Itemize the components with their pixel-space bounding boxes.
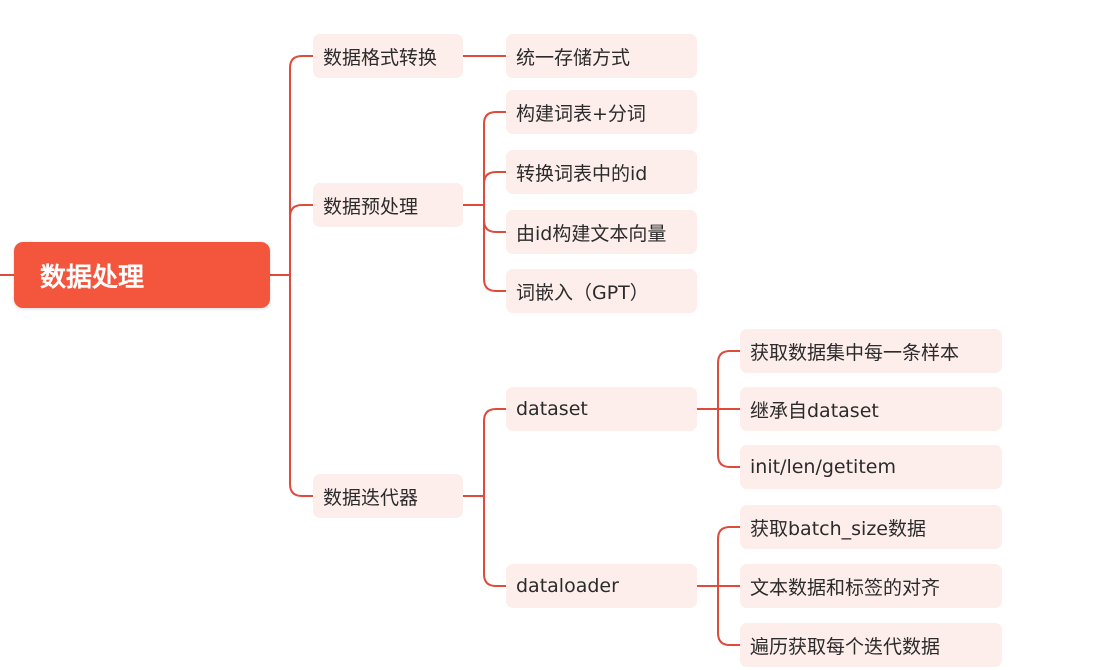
branch-data-format-conversion[interactable]: 数据格式转换 [313,34,463,78]
node-label: dataset [516,398,588,420]
leaf-build-vectors[interactable]: 由id构建文本向量 [506,210,697,254]
connector-to-format [289,55,314,276]
node-dataset[interactable]: dataset [506,387,697,431]
leaf-inherit-dataset[interactable]: 继承自dataset [740,387,1002,431]
leaf-label: 由id构建文本向量 [516,222,667,245]
connector-pre-4 [483,204,507,292]
leaf-convert-ids[interactable]: 转换词表中的id [506,150,697,194]
connector-dl-3 [717,585,741,646]
leaf-unified-storage[interactable]: 统一存储方式 [506,34,697,78]
leaf-word-embedding[interactable]: 词嵌入（GPT） [506,269,697,313]
node-label: dataloader [516,575,619,597]
leaf-iterate-batches[interactable]: 遍历获取每个迭代数据 [740,623,1002,667]
root-node[interactable]: 数据处理 [14,242,270,308]
leaf-get-each-sample[interactable]: 获取数据集中每一条样本 [740,329,1002,373]
leaf-label: 获取数据集中每一条样本 [750,341,960,364]
leaf-label: 转换词表中的id [516,162,648,185]
root-label: 数据处理 [40,262,145,293]
leaf-label: 统一存储方式 [516,46,631,69]
connector-ds-1 [717,350,741,410]
leaf-label: 文本数据和标签的对齐 [750,576,941,599]
leaf-build-vocab[interactable]: 构建词表+分词 [506,90,697,134]
branch-label: 数据预处理 [323,195,419,218]
connector-dl-1 [717,526,741,587]
leaf-label: init/len/getitem [750,456,896,478]
leaf-label: 词嵌入（GPT） [516,281,649,304]
leaf-label: 遍历获取每个迭代数据 [750,635,941,658]
connector-ds-3 [717,408,741,468]
leaf-align-text-labels[interactable]: 文本数据和标签的对齐 [740,564,1002,608]
connector-to-preprocess [289,204,314,276]
leaf-get-batch-size-data[interactable]: 获取batch_size数据 [740,505,1002,549]
leaf-label: 构建词表+分词 [516,102,646,125]
leaf-label: 获取batch_size数据 [750,517,926,540]
connector-to-iterator [289,274,314,497]
leaf-label: 继承自dataset [750,399,879,422]
branch-data-iterator[interactable]: 数据迭代器 [313,474,463,518]
leaf-init-len-getitem[interactable]: init/len/getitem [740,445,1002,489]
node-dataloader[interactable]: dataloader [506,564,697,608]
branch-label: 数据迭代器 [323,486,419,509]
connector-pre-1 [483,111,507,206]
connector-pre-2 [483,171,507,206]
connectors [0,55,741,646]
connector-pre-3 [483,204,507,233]
branch-label: 数据格式转换 [323,46,438,69]
connector-to-dataloader [483,495,507,587]
branch-data-preprocessing[interactable]: 数据预处理 [313,183,463,227]
connector-to-dataset [483,408,507,497]
